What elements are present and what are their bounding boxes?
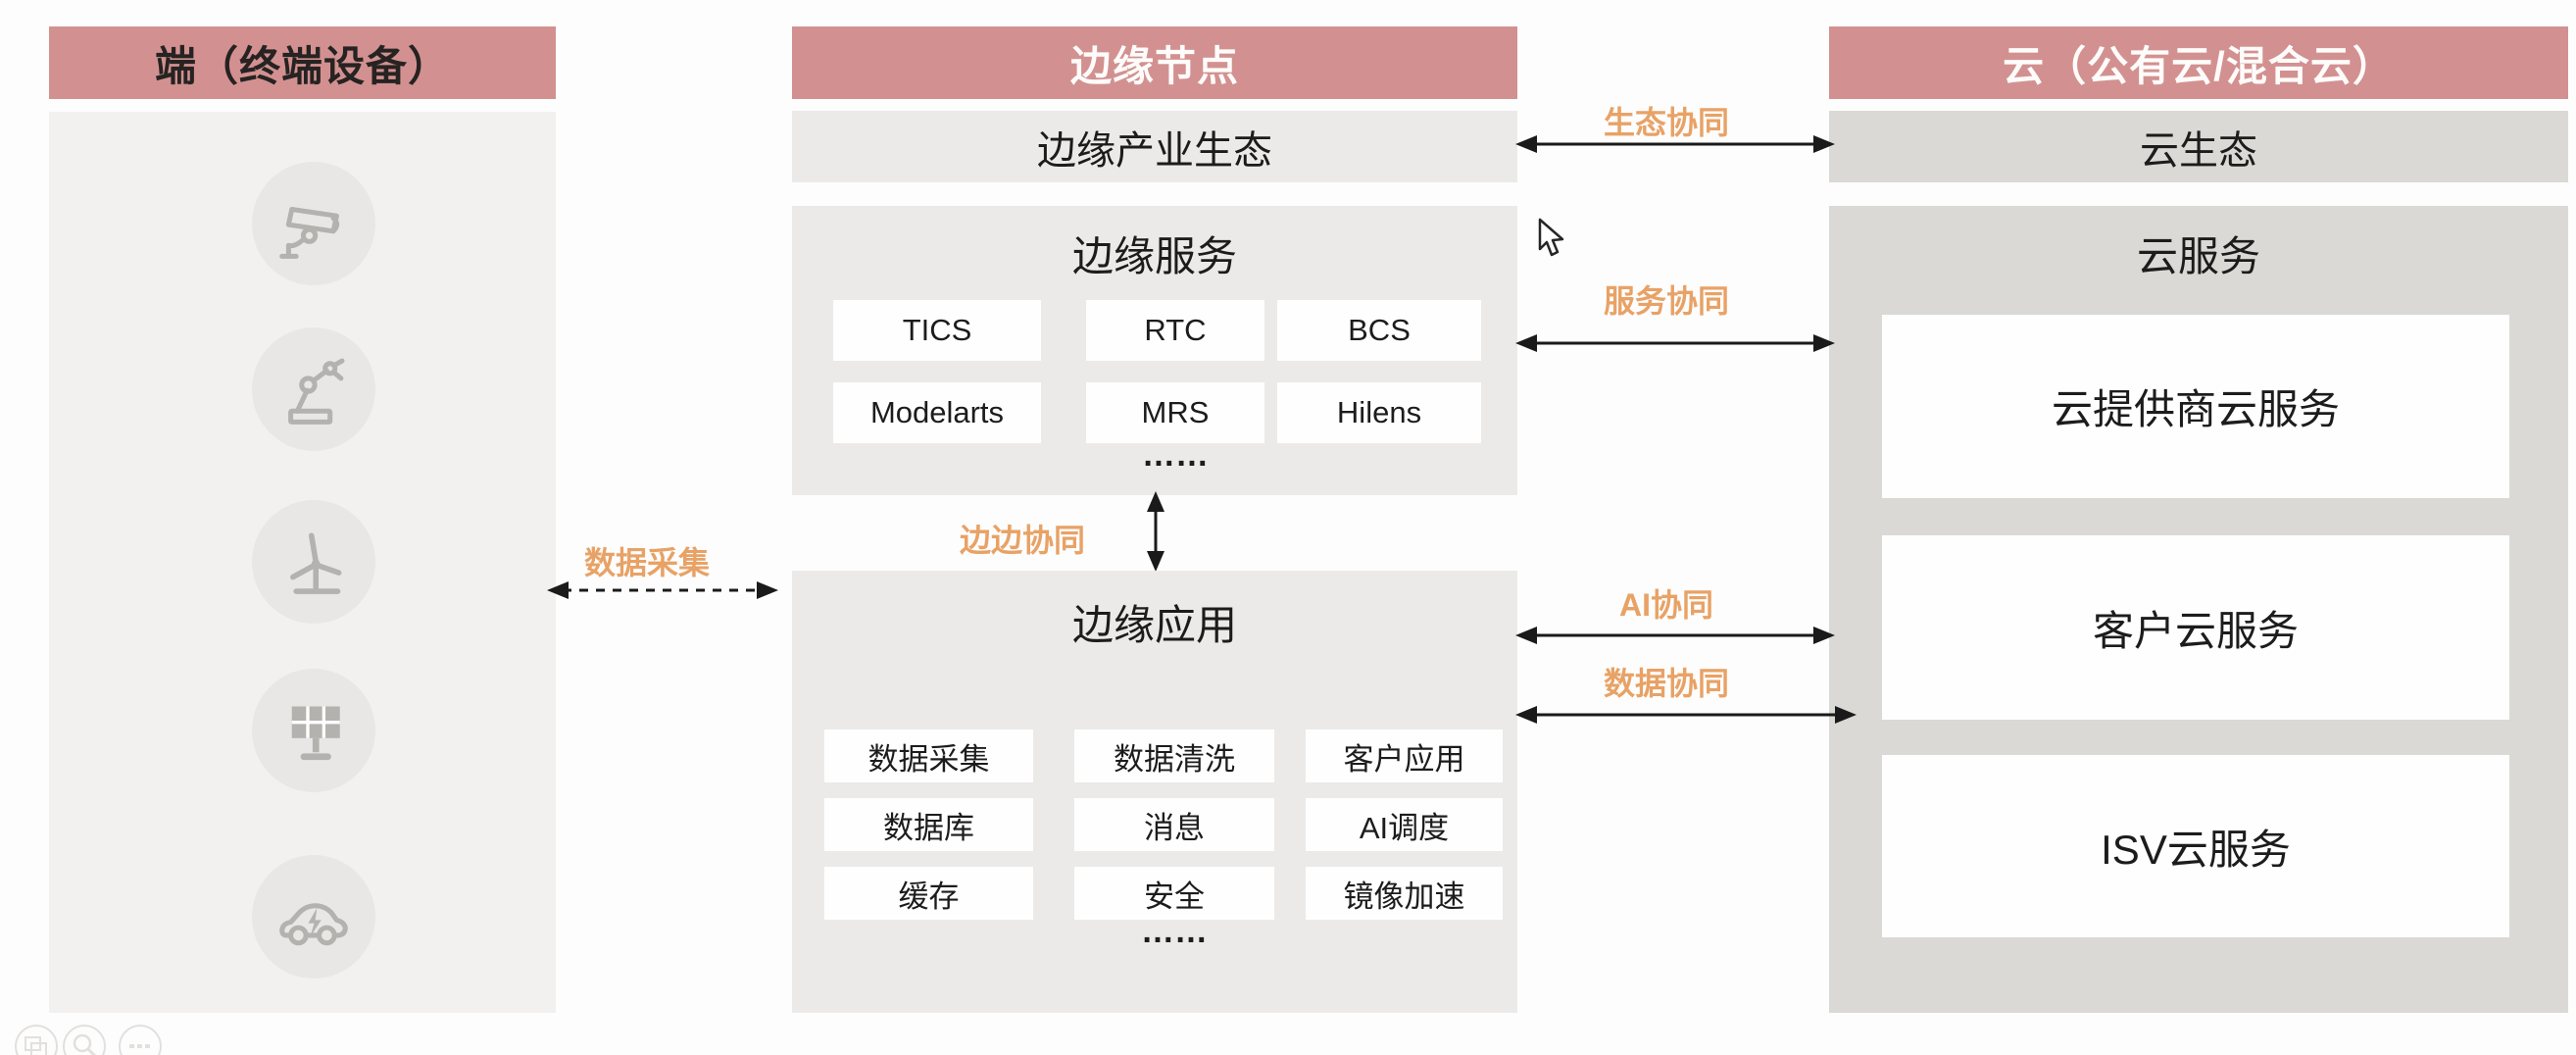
edge-edge-link-label: 边边协同 (959, 523, 1085, 558)
more-control-icon[interactable] (117, 1023, 164, 1055)
camera-control-icon[interactable] (13, 1023, 60, 1055)
solar-panel-icon (291, 706, 340, 761)
device-edge-dashed-arrow-icon (547, 581, 778, 599)
cloud-column-header: 云（公有云/混合云） (1829, 26, 2568, 99)
isv-cloud-services-box: ISV云服务 (1882, 755, 2509, 937)
edge-service-chip: Hilens (1277, 382, 1481, 443)
edge-app-chip: 镜像加速 (1306, 867, 1503, 920)
wind-turbine-icon (290, 532, 342, 594)
ai-link-label: AI协同 (1618, 587, 1713, 623)
edge-ecosystem-bar: 边缘产业生态 (792, 111, 1517, 182)
data-collection-link-label: 数据采集 (583, 545, 710, 580)
cloud-provider-services-box: 云提供商云服务 (1882, 315, 2509, 498)
device-icon-circle (252, 669, 375, 792)
service-link-label: 服务协同 (1603, 283, 1729, 319)
ai-arrow-icon (1515, 627, 1835, 644)
mouse-cursor-icon (1538, 218, 1564, 257)
edge-service-chip: Modelarts (833, 382, 1041, 443)
data-arrow-icon (1515, 706, 1857, 724)
edge-app-chip: 安全 (1074, 867, 1274, 920)
edge-app-chip: 客户应用 (1306, 729, 1503, 782)
edge-services-more-dots: …… (1142, 436, 1209, 474)
electric-car-icon (279, 903, 348, 946)
edge-services-title: 边缘服务 (1071, 233, 1237, 279)
cctv-camera-icon (279, 207, 340, 259)
customer-cloud-services-box: 客户云服务 (1882, 535, 2509, 720)
edge-app-chip: 缓存 (824, 867, 1033, 920)
zoom-control-icon[interactable] (61, 1023, 108, 1055)
edge-service-chip: TICS (833, 300, 1041, 361)
edge-app-chip: AI调度 (1306, 798, 1503, 851)
ecosystem-link-label: 生态协同 (1603, 105, 1729, 140)
cloud-ecosystem-bar: 云生态 (1829, 111, 2568, 182)
edge-apps-more-dots: …… (1141, 913, 1208, 950)
edge-column-header: 边缘节点 (792, 26, 1517, 99)
device-icon-circle (252, 162, 375, 285)
device-column-header: 端（终端设备） (49, 26, 556, 99)
edge-edge-vertical-arrow-icon (1147, 491, 1164, 572)
cloud-services-title: 云服务 (2136, 233, 2260, 279)
service-arrow-icon (1515, 334, 1835, 352)
edge-app-chip: 数据清洗 (1074, 729, 1274, 782)
edge-service-chip: MRS (1086, 382, 1264, 443)
edge-apps-panel (792, 571, 1517, 1013)
device-icon-circle (252, 327, 375, 451)
edge-apps-title: 边缘应用 (1071, 602, 1237, 648)
device-icon-circle (252, 500, 375, 624)
data-link-label: 数据协同 (1603, 666, 1729, 701)
edge-app-chip: 数据库 (824, 798, 1033, 851)
edge-app-chip: 消息 (1074, 798, 1274, 851)
edge-service-chip: BCS (1277, 300, 1481, 361)
edge-service-chip: RTC (1086, 300, 1264, 361)
device-icon-circle (252, 855, 375, 979)
robot-arm-icon (288, 358, 345, 425)
edge-app-chip: 数据采集 (824, 729, 1033, 782)
ecosystem-arrow-icon (1515, 135, 1835, 153)
